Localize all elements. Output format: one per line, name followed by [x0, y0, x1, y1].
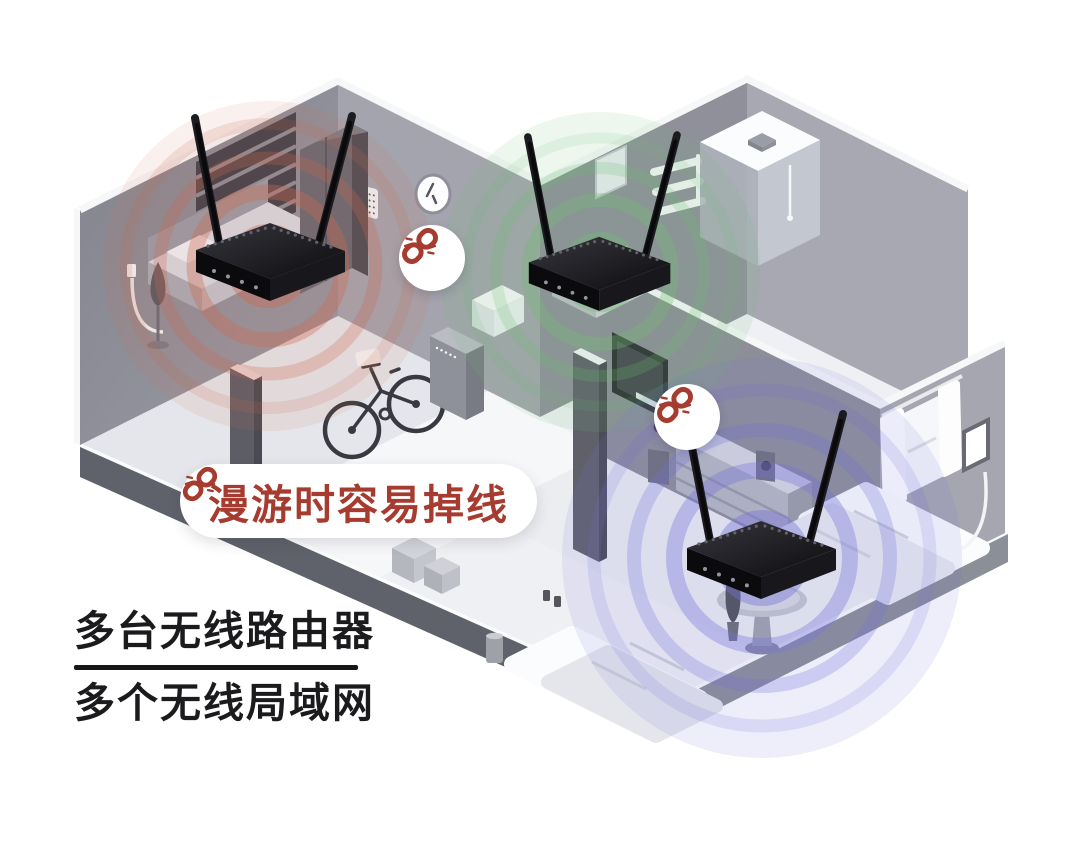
callout-label: 漫游时容易掉线 — [208, 482, 509, 528]
bedroom-floor — [80, 316, 488, 520]
break-badge-2 — [654, 384, 720, 450]
broken-link-icon — [657, 387, 693, 423]
pedestal — [472, 285, 524, 337]
outlet-pair — [543, 590, 550, 601]
wall-clock-icon — [414, 173, 452, 215]
living-room-window — [880, 374, 963, 510]
outlet — [127, 264, 136, 277]
break-badge-1 — [399, 225, 465, 291]
callout-pill: 漫游时容易掉线 — [180, 464, 537, 538]
waste-bin — [486, 632, 503, 663]
floor-lamp — [127, 262, 169, 349]
bike-basket — [355, 348, 381, 367]
boxes — [392, 537, 460, 594]
broken-link-icon — [402, 228, 438, 264]
smart-device — [748, 133, 776, 152]
sofa-long — [504, 626, 723, 743]
caption-divider — [74, 665, 358, 670]
speaker-2 — [756, 450, 775, 482]
caption-line-2: 多个无线局域网 — [74, 680, 375, 726]
electrical-box — [430, 327, 484, 420]
mirror-cabinet — [595, 144, 627, 200]
shower-stall — [700, 111, 820, 266]
caption-block: 多台无线路由器 多个无线局域网 — [74, 606, 375, 728]
picture-frame — [962, 416, 990, 474]
curtain-right — [938, 380, 962, 477]
bicycle — [322, 348, 446, 460]
broken-link-icon — [182, 466, 218, 502]
caption-line-1: 多台无线路由器 — [74, 608, 375, 654]
wall-cable — [961, 471, 988, 551]
door-frame-2 — [573, 348, 607, 562]
pillow — [166, 235, 222, 263]
curtain-left — [880, 408, 907, 510]
